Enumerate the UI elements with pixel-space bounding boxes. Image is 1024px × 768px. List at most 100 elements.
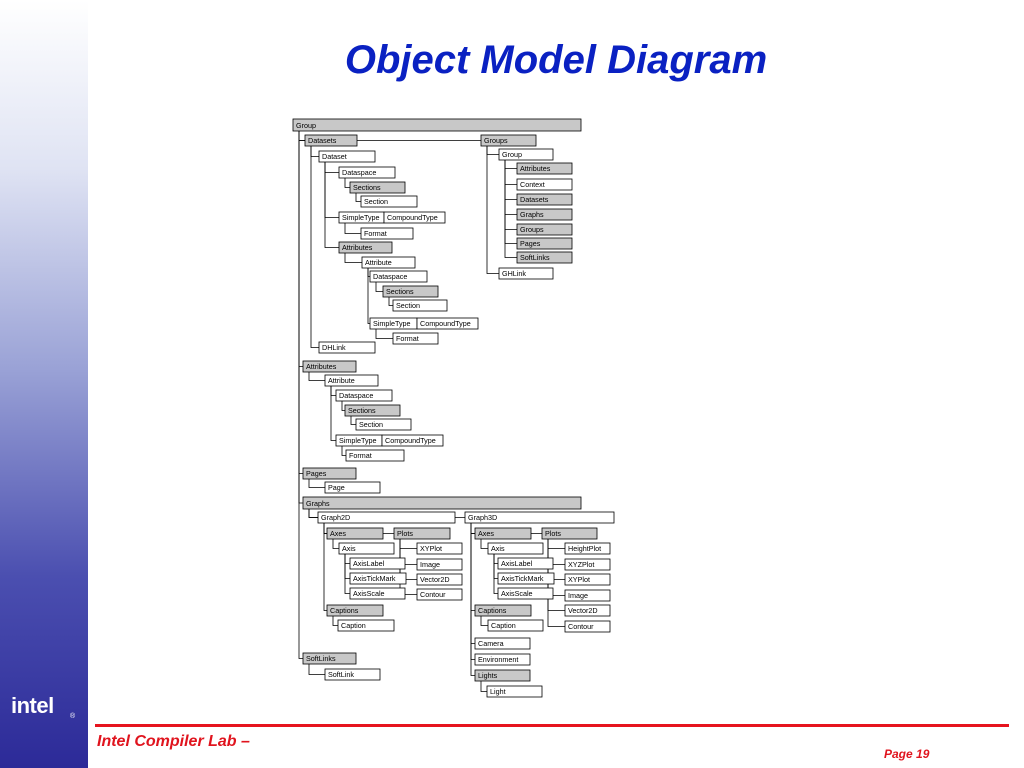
node-label-lights-69: Lights [478, 671, 498, 680]
node-label-axislabel-42: AxisLabel [353, 559, 385, 568]
node-box-dataspace-11 [369, 270, 428, 283]
connector-line-35 [308, 509, 318, 518]
connector-line-6 [344, 223, 361, 234]
connector-line-29 [350, 416, 356, 425]
node-label-group-19: Group [502, 150, 522, 159]
node-box-axislabel-55 [497, 557, 554, 570]
connector-line-11 [388, 297, 393, 306]
connector-line-34 [298, 131, 303, 504]
connector-line-46 [323, 523, 327, 611]
sidebar-gradient: intel ® [0, 0, 88, 768]
node-box-image-62 [564, 589, 611, 602]
node-box-sections-4 [349, 181, 406, 194]
connector-line-52 [493, 554, 498, 579]
node-box-plots-58 [541, 527, 598, 540]
node-label-xyplot-46: XYPlot [420, 544, 442, 553]
connector-line-40 [344, 554, 350, 594]
node-box-softlinks-71 [302, 652, 357, 665]
slide-title: Object Model Diagram [344, 38, 768, 82]
connector-line-68 [308, 664, 325, 675]
node-label-graph2d-39: Graph2D [321, 513, 350, 522]
intel-logo: intel [11, 693, 54, 719]
connector-line-18 [504, 160, 517, 185]
node-label-simpletype-6: SimpleType [342, 213, 380, 222]
node-box-section-32 [355, 418, 412, 431]
node-label-softlinks-26: SoftLinks [520, 253, 550, 262]
node-box-pages-36 [302, 467, 357, 480]
connector-line-22 [504, 160, 517, 244]
node-label-light-70: Light [490, 687, 506, 696]
node-label-softlinks-71: SoftLinks [306, 654, 336, 663]
connector-line-66 [480, 681, 487, 692]
registered-mark: ® [70, 713, 76, 720]
node-label-axisscale-57: AxisScale [501, 589, 533, 598]
connector-line-55 [547, 539, 565, 549]
connector-line-17 [504, 160, 517, 169]
node-box-lights-69 [474, 669, 531, 682]
node-box-graph2d-39 [317, 511, 456, 524]
node-label-simpletype-14: SimpleType [373, 319, 411, 328]
node-label-attributes-28: Attributes [306, 362, 337, 371]
node-box-vector2d-63 [564, 604, 611, 617]
node-box-camera-67 [474, 637, 531, 650]
connector-line-53 [493, 554, 498, 594]
node-label-caption-51: Caption [341, 621, 366, 630]
connector-line-10 [375, 282, 383, 292]
node-label-axis-54: Axis [491, 544, 505, 553]
connector-line-8 [344, 253, 362, 263]
node-box-contour-49 [416, 588, 463, 601]
node-label-plots-45: Plots [397, 529, 413, 538]
connector-line-61 [470, 523, 475, 611]
node-label-xyzplot-60: XYZPlot [568, 560, 594, 569]
node-box-sections-12 [382, 285, 439, 298]
node-box-image-47 [416, 558, 463, 571]
connector-line-16 [486, 146, 499, 155]
node-label-dataspace-11: Dataspace [373, 272, 407, 281]
connector-line-2 [324, 162, 339, 173]
node-box-captions-65 [474, 604, 532, 617]
node-box-attributes-20 [516, 162, 573, 175]
node-label-sections-12: Sections [386, 287, 414, 296]
node-box-dataspace-3 [338, 166, 396, 179]
node-box-axislabel-42 [349, 557, 406, 570]
node-label-compoundtype-34: CompoundType [385, 436, 436, 445]
connector-line-7 [324, 162, 339, 248]
connector-line-19 [504, 160, 517, 200]
node-box-datasets-1 [304, 134, 358, 147]
node-label-groups-18: Groups [484, 136, 508, 145]
node-label-axislabel-55: AxisLabel [501, 559, 533, 568]
node-label-environment-68: Environment [478, 655, 518, 664]
connector-line-39 [344, 554, 350, 579]
node-label-datasets-22: Datasets [520, 195, 549, 204]
connector-line-67 [298, 131, 303, 659]
node-label-softlink-72: SoftLink [328, 670, 354, 679]
connector-line-12 [367, 268, 370, 324]
node-box-axes-53 [474, 527, 532, 540]
connector-line-31 [341, 446, 346, 456]
node-box-captions-50 [326, 604, 384, 617]
node-box-axisscale-57 [497, 587, 554, 600]
node-label-attributes-9: Attributes [342, 243, 373, 252]
connector-line-0 [298, 131, 305, 141]
connector-line-51 [493, 554, 498, 564]
node-box-xyplot-46 [416, 542, 463, 555]
connector-line-38 [344, 554, 350, 564]
node-label-groups-24: Groups [520, 225, 544, 234]
node-label-sections-31: Sections [348, 406, 376, 415]
connector-line-37 [332, 539, 339, 549]
node-box-softlinks-26 [516, 251, 573, 264]
node-box-format-16 [392, 332, 439, 345]
node-label-section-32: Section [359, 420, 383, 429]
page-number: Page 19 [884, 747, 930, 761]
connector-line-49 [470, 523, 475, 534]
connector-line-33 [308, 479, 325, 488]
node-label-axisscale-44: AxisScale [353, 589, 385, 598]
connector-line-28 [341, 401, 345, 411]
node-box-attributes-28 [302, 360, 357, 373]
connector-line-13 [375, 329, 393, 339]
object-model-diagram: GroupDatasetsDatasetDataspaceSectionsSec… [292, 118, 615, 698]
node-label-dataspace-30: Dataspace [339, 391, 373, 400]
node-box-dhlink-17 [318, 341, 376, 354]
node-box-graphs-38 [302, 496, 582, 510]
node-label-dataset-2: Dataset [322, 152, 347, 161]
